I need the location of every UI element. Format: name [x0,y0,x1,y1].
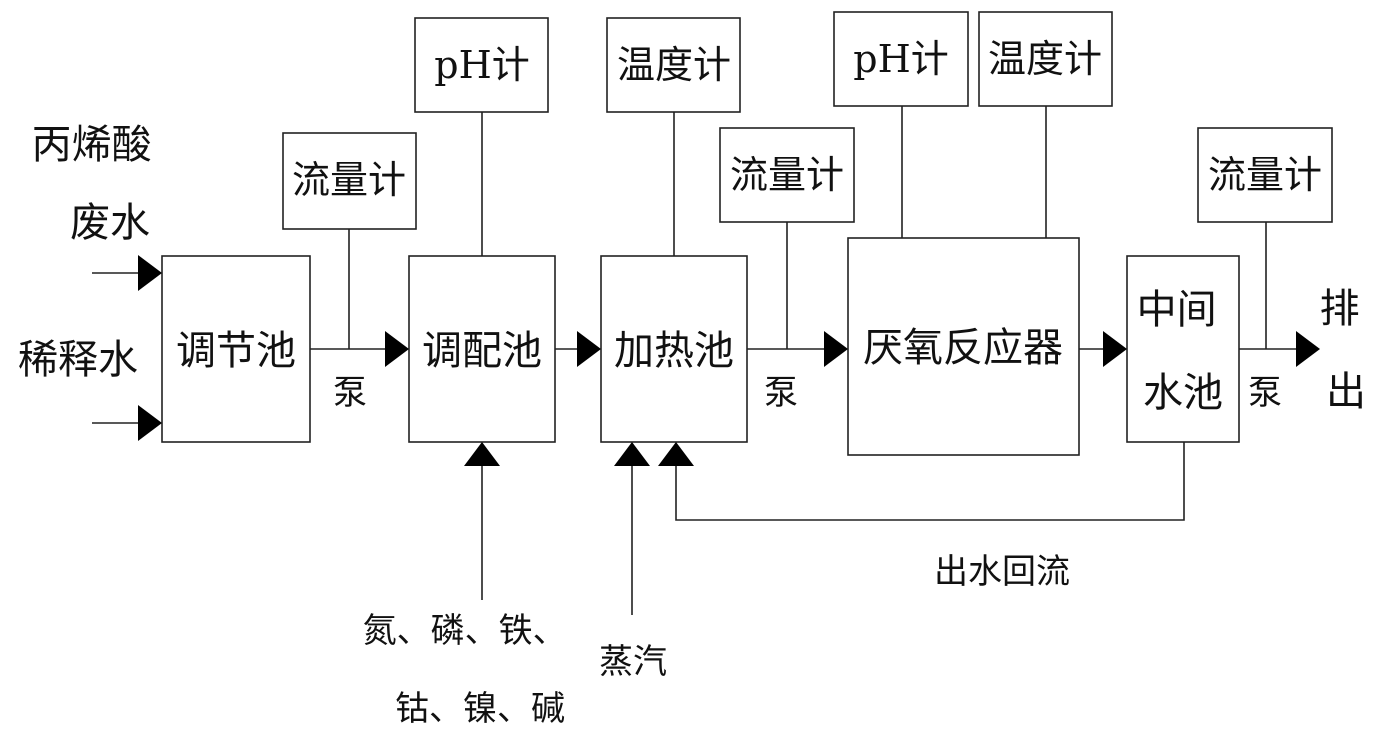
steam-feed-arrow [614,442,650,466]
flowmeter-1-box [282,132,417,230]
thermometer-2-box [978,11,1113,107]
thermometer-2-label: 温度计 [988,37,1102,81]
effluent-recycle-label: 出水回流 [934,552,1070,592]
thermometer-1-box [606,17,741,113]
discharge-label: 排 出 [1320,286,1373,415]
pump-1-label: 泵 [333,373,367,413]
ph-meter-2-label: pH计 [853,37,948,81]
thermometer-1-label: 温度计 [617,43,731,87]
flow-arrow-4 [1103,331,1127,367]
regulating-tank-box [161,255,311,443]
intermediate-tank-box [1126,255,1240,443]
steam-label: 蒸汽 [599,642,667,682]
dilution-inlet-arrow [138,405,162,441]
flowmeter-2-label: 流量计 [730,153,844,197]
ph-meter-1-label: pH计 [434,43,529,87]
flow-arrow-1 [385,331,409,367]
nutrient-feed-arrow [464,442,500,466]
dilution-water-label: 稀释水 [18,337,138,383]
nutrients-label: 氮、磷、铁、 钴、镍、碱 [363,611,578,729]
pump-2-label: 泵 [764,373,798,413]
flow-arrow-3 [824,331,848,367]
pump-3-label: 泵 [1248,373,1282,413]
heating-tank-label: 加热池 [614,328,734,374]
blending-tank-label: 调配池 [422,328,542,374]
blending-tank-box [408,255,556,443]
flow-arrow-2 [577,331,601,367]
regulating-tank-label: 调节池 [176,328,296,374]
flowmeter-3-label: 流量计 [1208,153,1322,197]
anaerobic-reactor-box [847,237,1080,456]
anaerobic-reactor-label: 厌氧反应器 [863,325,1063,371]
ph-meter-2-box [833,11,969,107]
discharge-arrow [1296,331,1320,367]
recycle-line [675,442,1185,521]
wastewater-label: 丙烯酸 废水 [32,122,165,246]
recycle-arrow [658,442,694,466]
wastewater-inlet-arrow [138,255,162,291]
flowmeter-3-box [1197,127,1333,223]
flowmeter-1-label: 流量计 [292,158,406,202]
intermediate-tank-label: 中间 水池 [1137,287,1230,416]
